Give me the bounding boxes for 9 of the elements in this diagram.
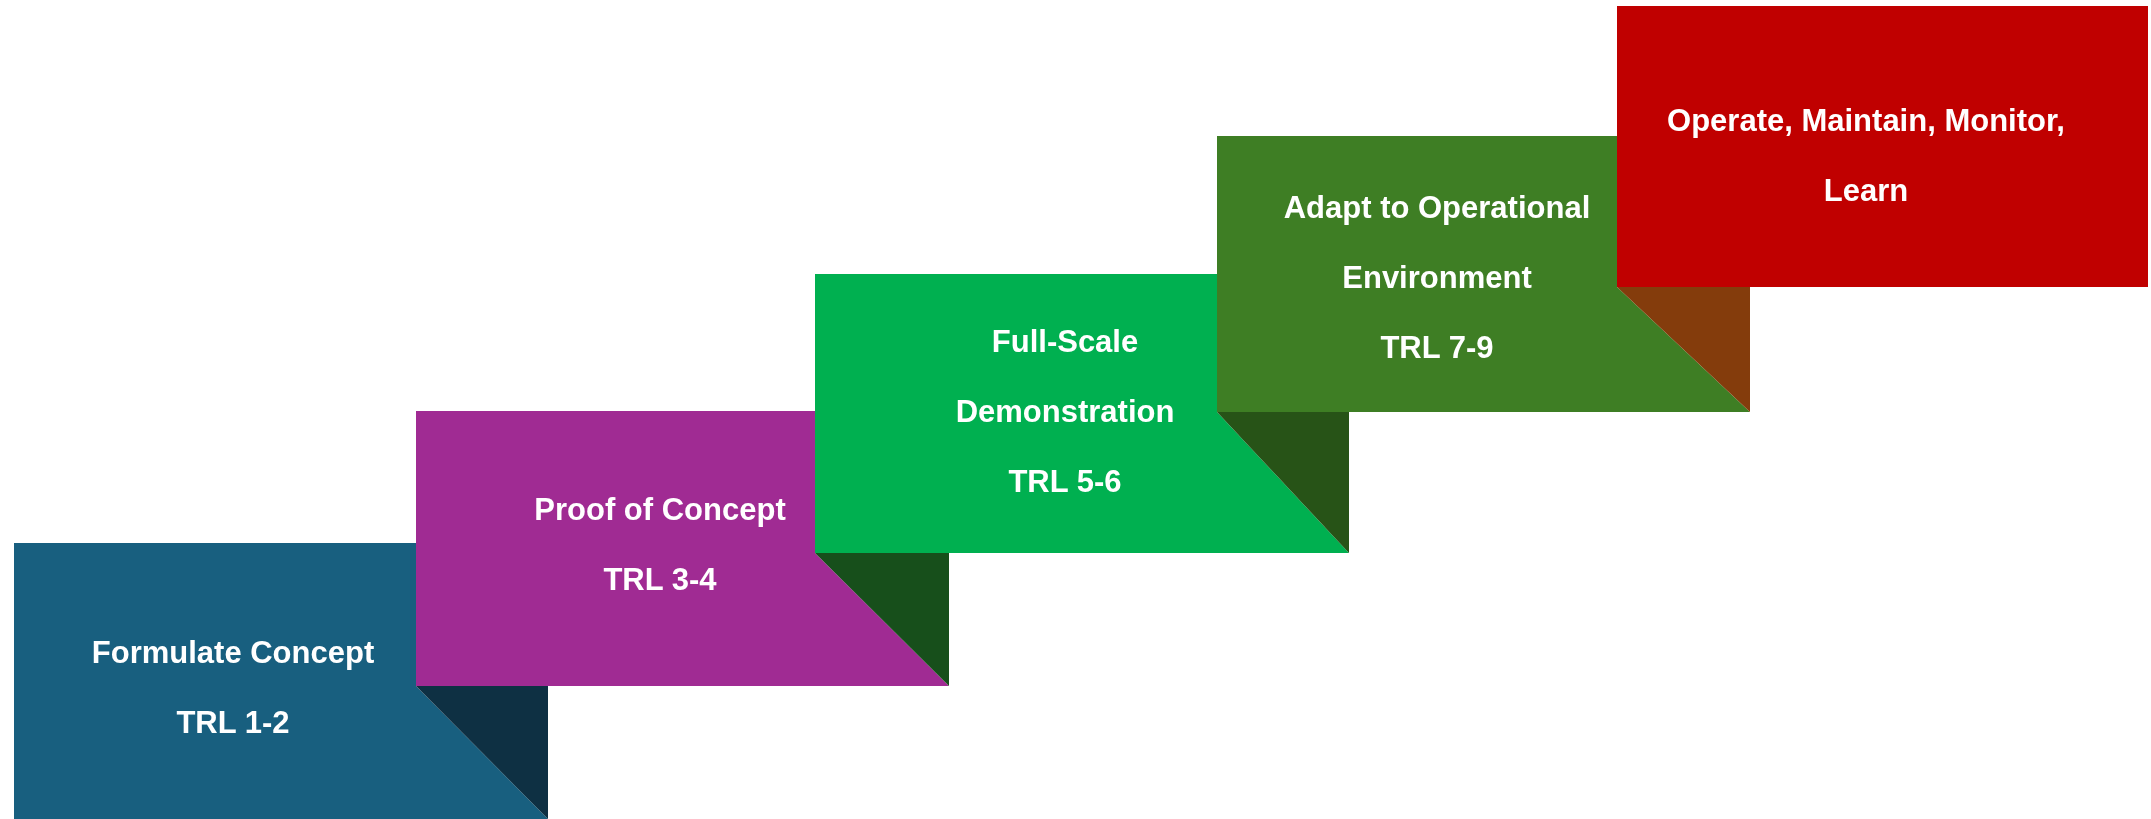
step-label: TRL 7-9	[1380, 329, 1494, 367]
step-label: Adapt to Operational Environment	[1282, 189, 1592, 297]
step-label: TRL 5-6	[1008, 463, 1122, 501]
step-label: TRL 3-4	[603, 561, 717, 599]
step-label: Proof of Concept	[534, 491, 786, 529]
step-label: TRL 1-2	[176, 704, 290, 742]
step-label: Operate, Maintain, Monitor, Learn	[1666, 102, 2066, 210]
step-label: Full-Scale Demonstration	[954, 323, 1176, 431]
step-label: Formulate Concept	[91, 634, 375, 672]
